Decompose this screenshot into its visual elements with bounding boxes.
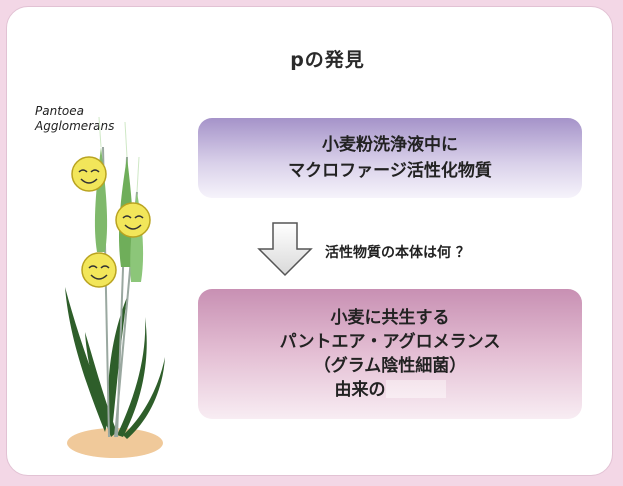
- answer-line4-wrap: 由来の: [335, 378, 446, 402]
- down-arrow-icon: [257, 222, 313, 277]
- slide-title: pの発見: [7, 45, 612, 72]
- bacteria-face-2: [115, 202, 151, 238]
- finding-line2: マクロファージ活性化物質: [288, 161, 492, 181]
- ground-ellipse: [67, 428, 163, 458]
- redacted-text: [254, 49, 291, 69]
- slide: pの発見 Pantoea Agglomerans: [6, 6, 613, 476]
- answer-line2: パントエア・アグロメランス: [279, 332, 501, 352]
- caption-line1: Pantoea: [35, 104, 84, 118]
- question-text: 活性物質の本体は何 ？: [325, 245, 470, 261]
- bacteria-face-3: [81, 252, 117, 288]
- title-text: pの発見: [290, 49, 365, 71]
- caption-line2: Agglomerans: [35, 119, 115, 133]
- finding-box: 小麦粉洗浄液中に マクロファージ活性化物質: [198, 118, 582, 198]
- bacteria-caption: Pantoea Agglomerans: [35, 104, 114, 134]
- answer-line1: 小麦に共生する: [330, 308, 450, 328]
- leaves: [65, 287, 165, 439]
- finding-line1: 小麦粉洗浄液中に: [322, 135, 458, 155]
- wheat-plant-illustration: [65, 117, 165, 458]
- redacted-text: [385, 380, 446, 398]
- bacteria-face-1: [71, 156, 107, 192]
- stems: [102, 146, 138, 438]
- answer-box: 小麦に共生する パントエア・アグロメランス （グラム陰性細菌） 由来の: [198, 289, 582, 419]
- answer-line4: 由来の: [334, 380, 386, 400]
- answer-line3: （グラム陰性細菌）: [313, 356, 467, 376]
